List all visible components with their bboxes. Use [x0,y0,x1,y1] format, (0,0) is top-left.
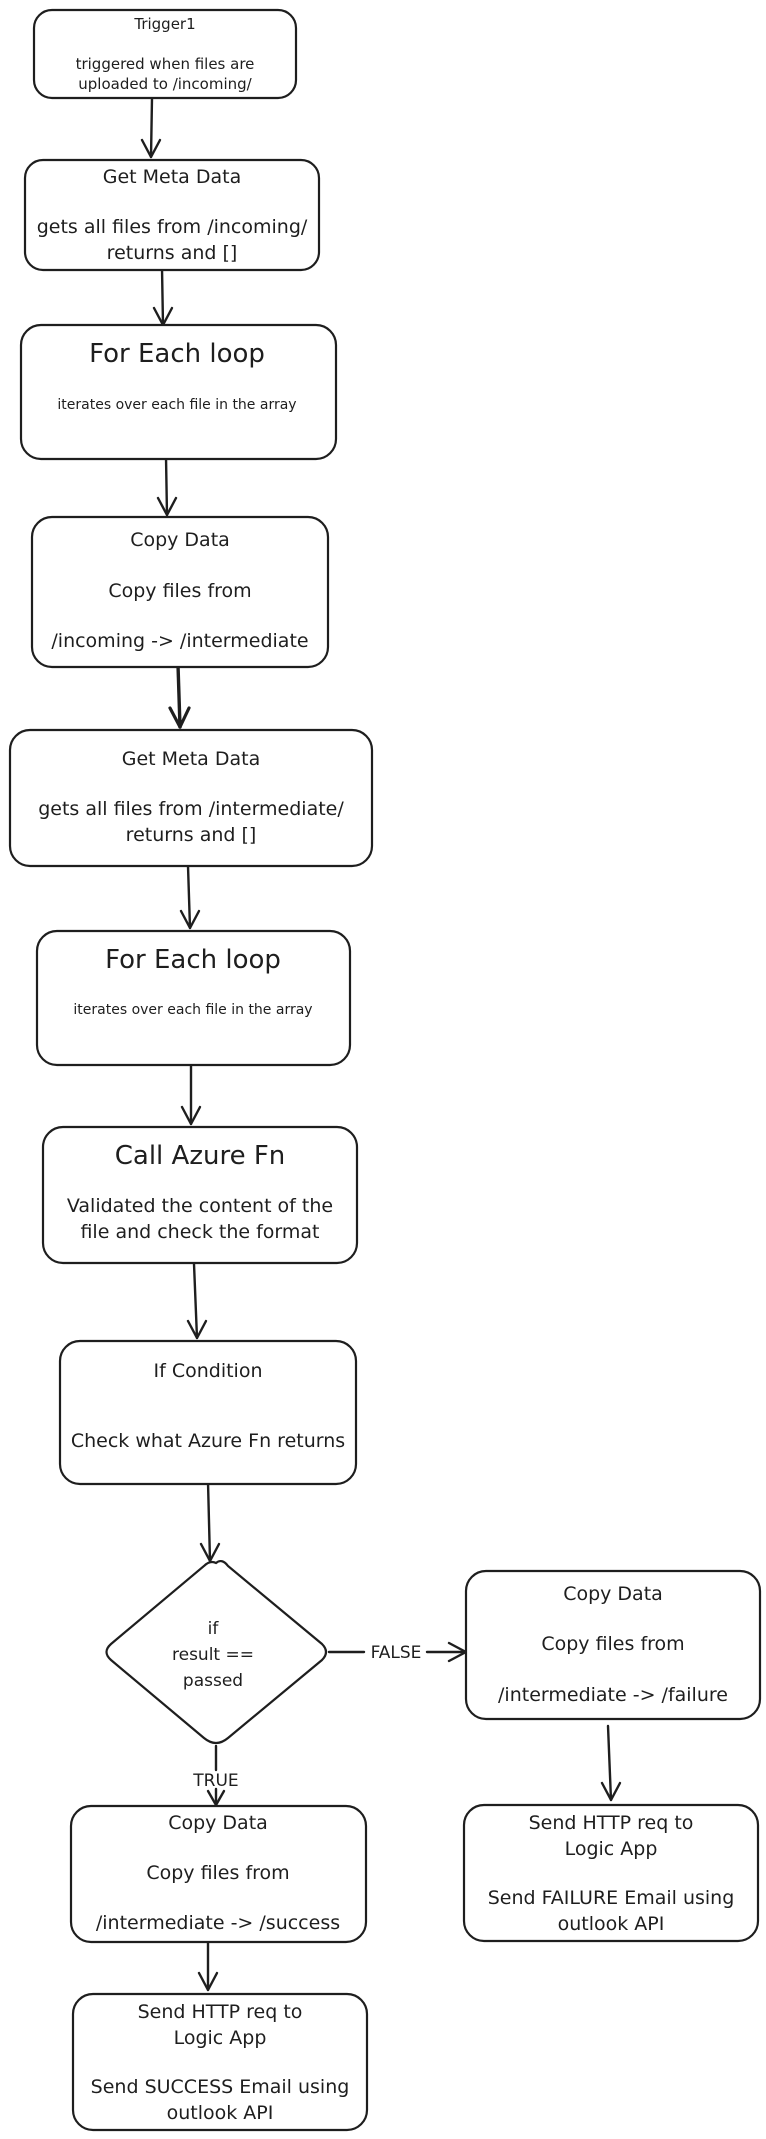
get-meta-2-line-0: Get Meta Data [122,748,260,770]
for-each-2-line-0: iterates over each file in the array [73,1002,312,1018]
http-success-line-3: Send SUCCESS Email using [91,2076,350,2098]
get-meta-2-line-2: gets all files from /intermediate/ [38,798,344,820]
node-send-http-success[interactable]: Send HTTP req to Logic App Send SUCCESS … [71,1992,369,2132]
edge-getmeta1-to-foreach1 [152,266,174,327]
http-success-line-0: Send HTTP req to [138,2001,303,2023]
if-condition-line-3: Check what Azure Fn returns [71,1430,345,1452]
trigger1-line-3: uploaded to /incoming/ [78,75,252,93]
call-azure-fn-line-1: file and check the format [80,1221,319,1243]
edge-callazure-to-ifcondition [186,1262,208,1340]
if-condition-line-0: If Condition [154,1360,263,1382]
node-call-azure-fn[interactable]: Call Azure Fn Validated the content of t… [41,1125,359,1265]
copy-data-1-line-0: Copy Data [130,529,230,551]
get-meta-1-line-3: returns and [] [107,242,238,264]
edge-label-true: TRUE [192,1771,238,1791]
copy-failure-line-4: /intermediate -> /failure [498,1684,728,1706]
http-failure-line-0: Send HTTP req to [529,1812,694,1834]
node-trigger1[interactable]: Trigger1 triggered when files are upload… [32,8,298,100]
decision-line-1: result == [172,1645,254,1665]
get-meta-1-line-2: gets all files from /incoming/ [37,216,308,238]
edge-foreach2-to-callazure [180,1064,202,1126]
http-failure-line-1: Logic App [565,1838,658,1860]
for-each-2-title: For Each loop [105,945,281,975]
http-failure-line-3: Send FAILURE Email using [488,1887,735,1909]
copy-failure-line-0: Copy Data [563,1583,663,1605]
node-for-each-loop-2[interactable]: For Each loop iterates over each file in… [35,929,352,1067]
node-copy-data-failure[interactable]: Copy Data Copy files from /intermediate … [464,1569,762,1721]
http-success-line-1: Logic App [174,2027,267,2049]
node-for-each-loop-1[interactable]: For Each loop iterates over each file in… [19,323,338,461]
decision-line-0: if [208,1619,220,1639]
node-get-meta-data-2[interactable]: Get Meta Data gets all files from /inter… [8,728,374,868]
get-meta-2-line-3: returns and [] [126,824,257,846]
http-success-line-4: outlook API [167,2102,274,2124]
copy-success-line-2: Copy files from [146,1862,289,1884]
edge-ifcondition-to-decision [199,1480,221,1563]
trigger1-line-0: Trigger1 [133,15,195,33]
copy-failure-line-2: Copy files from [541,1633,684,1655]
node-copy-data-success[interactable]: Copy Data Copy files from /intermediate … [69,1804,368,1944]
copy-data-1-line-4: /incoming -> /intermediate [51,630,308,652]
edge-copysuccess-to-httpsuccess [197,1940,219,1992]
edge-copydata1-to-getmeta2 [168,663,191,729]
node-copy-data-1[interactable]: Copy Data Copy files from /incoming -> /… [30,515,330,669]
copy-success-line-0: Copy Data [168,1812,268,1834]
node-if-condition[interactable]: If Condition Check what Azure Fn returns [58,1339,358,1486]
trigger1-line-2: triggered when files are [76,55,255,73]
for-each-1-title: For Each loop [89,339,265,369]
http-failure-line-4: outlook API [558,1913,665,1935]
call-azure-fn-line-0: Validated the content of the [67,1195,333,1217]
copy-success-line-4: /intermediate -> /success [96,1912,340,1934]
node-send-http-failure[interactable]: Send HTTP req to Logic App Send FAILURE … [462,1803,760,1943]
edges [140,96,622,1992]
decision-line-2: passed [183,1671,243,1691]
edge-label-false: FALSE [371,1643,422,1663]
copy-data-1-line-2: Copy files from [108,580,251,602]
edge-copyfailure-to-httpfailure [600,1724,622,1802]
for-each-1-line-0: iterates over each file in the array [57,397,296,413]
node-decision-diamond[interactable]: if result == passed [105,1559,328,1745]
get-meta-1-line-0: Get Meta Data [103,166,241,188]
node-get-meta-data-1[interactable]: Get Meta Data gets all files from /incom… [23,158,321,272]
edge-foreach1-to-copydata1 [156,455,178,517]
edge-trigger-to-getmeta1 [140,96,162,159]
edge-getmeta2-to-foreach2 [179,864,201,930]
call-azure-fn-title: Call Azure Fn [115,1141,286,1171]
